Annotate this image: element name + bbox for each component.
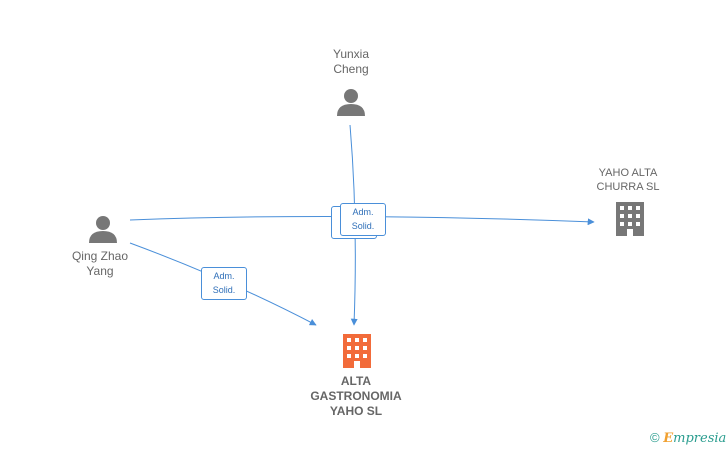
person-name-qing-zhao-yang[interactable]: Qing Zhao Yang — [71, 249, 129, 278]
person-name-yunxia-cheng[interactable]: Yunxia Cheng — [332, 47, 370, 76]
brand-logo: Empresia — [663, 431, 727, 446]
brand-watermark: © Empresia — [650, 430, 726, 446]
edge-role-badge: Adm. Solid. — [201, 267, 247, 300]
company-name-yaho-alta-churra[interactable]: YAHO ALTA CHURRA SL — [596, 167, 660, 193]
copyright-symbol: © — [650, 430, 660, 445]
person-icon[interactable] — [337, 89, 365, 116]
building-icon[interactable] — [616, 202, 644, 236]
person-icon[interactable] — [89, 216, 117, 243]
building-icon[interactable] — [343, 334, 371, 368]
edge-role-badge: Adm. Solid. — [340, 203, 386, 236]
company-name-alta-gastronomia[interactable]: ALTA GASTRONOMIA YAHO SL — [310, 374, 402, 418]
